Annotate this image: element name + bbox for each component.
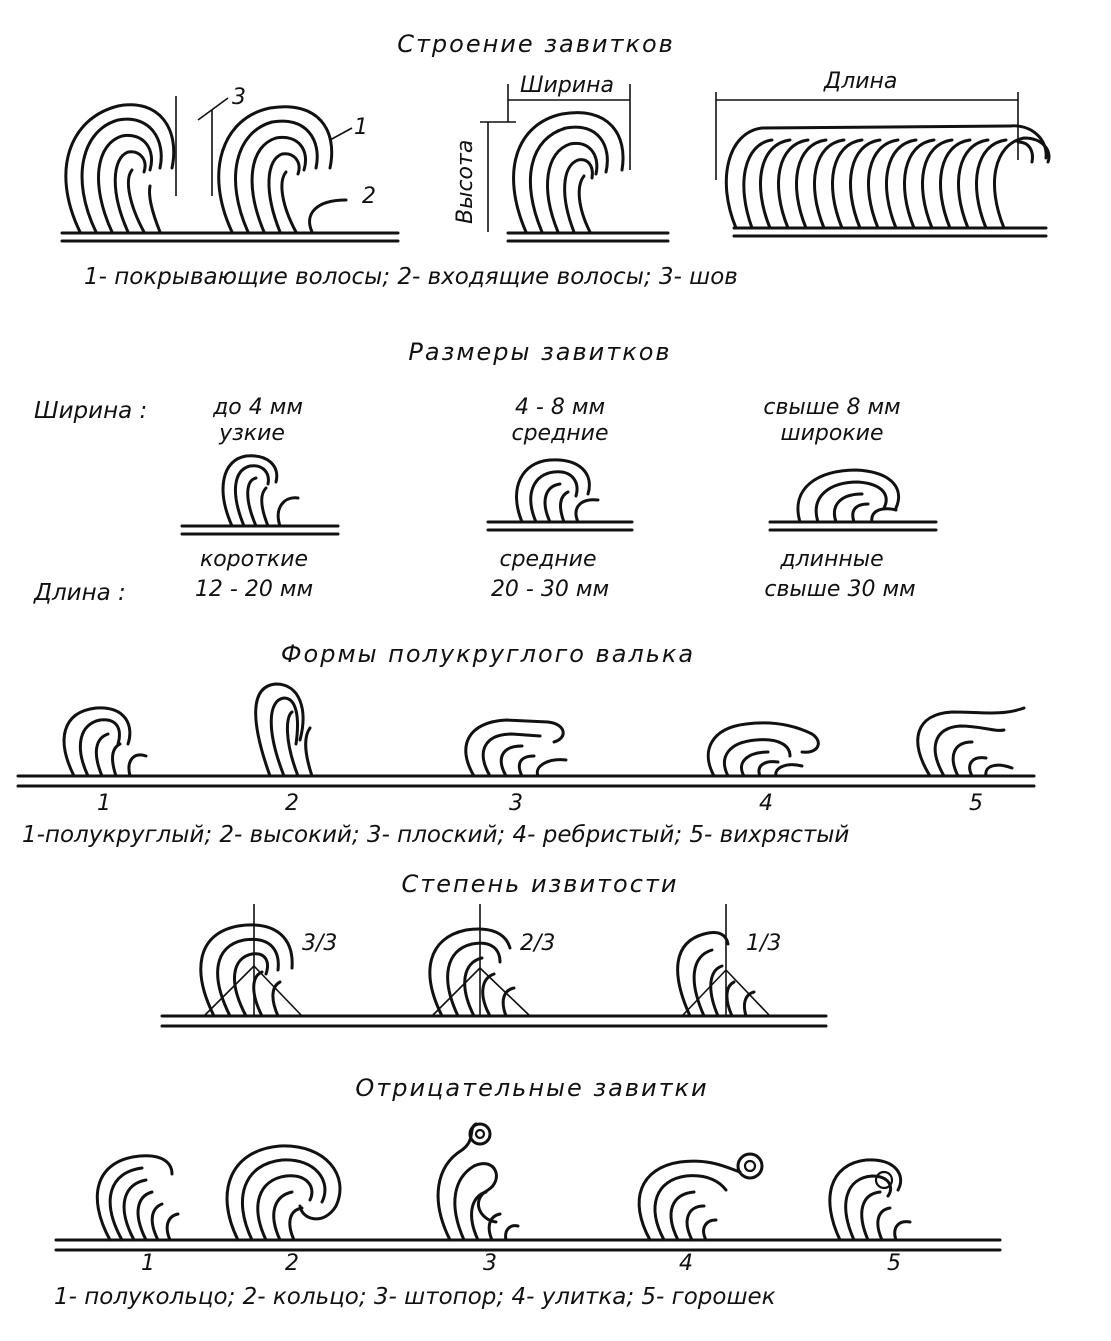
form-curl-3	[464, 718, 568, 778]
width-label: Ширина	[520, 73, 614, 98]
structure-curl-a	[64, 103, 176, 234]
size-col1-width-range: до 4 мм	[212, 395, 303, 420]
negative-title: Отрицательные завитки	[355, 1074, 708, 1102]
degree-curl-two-thirds	[428, 904, 531, 1018]
form-number-5: 5	[969, 791, 983, 816]
size-col2-width-name: средние	[511, 421, 608, 446]
form-number-4: 4	[759, 791, 773, 816]
form-curl-1	[62, 706, 148, 778]
structure-legend: 1- покрывающие волосы; 2- входящие волос…	[84, 264, 738, 290]
size-baselines	[180, 520, 938, 536]
sizes-width-label: Ширина :	[34, 398, 147, 424]
size-col3-length-range: свыше 30 мм	[764, 577, 915, 602]
negative-curl-ring	[225, 1144, 342, 1242]
negative-legend: 1- полукольцо; 2- кольцо; 3- штопор; 4- …	[54, 1284, 776, 1310]
mark-2: 2	[362, 184, 376, 209]
form-curl-2	[254, 682, 314, 778]
mark-1: 1	[354, 115, 368, 140]
structure-curl-c	[512, 111, 625, 234]
size-col2-width-range: 4 - 8 мм	[515, 395, 605, 420]
form-number-2: 2	[285, 791, 299, 816]
size-col3-width-range: свыше 8 мм	[763, 395, 900, 420]
negative-baselines	[54, 1238, 1002, 1252]
negative-number-5: 5	[887, 1251, 901, 1276]
negative-curl-half-ring	[95, 1154, 180, 1242]
size-curl-wide	[796, 468, 901, 524]
negative-curl-pea	[828, 1158, 912, 1242]
height-label: Высота	[453, 140, 478, 224]
size-col2-length-range: 20 - 30 мм	[491, 577, 609, 602]
degree-baselines	[160, 1014, 828, 1028]
forms-title: Формы полукруглого валька	[281, 640, 695, 668]
structure-baselines	[60, 226, 1048, 243]
size-col3-width-name: широкие	[781, 421, 884, 446]
size-col1-length-name: короткие	[200, 547, 308, 572]
negative-curl-corkscrew	[436, 1122, 520, 1242]
size-curl-medium	[515, 458, 600, 524]
structure-title: Строение завитков	[397, 30, 675, 58]
degree-curl-full	[199, 904, 303, 1018]
size-col1-length-range: 12 - 20 мм	[195, 577, 313, 602]
negative-number-1: 1	[141, 1251, 155, 1276]
structure-long-roll	[724, 124, 1051, 230]
negative-number-3: 3	[483, 1251, 497, 1276]
form-curl-5	[916, 706, 1026, 778]
length-label: Длина	[823, 69, 897, 94]
sizes-title: Размеры завитков	[408, 338, 671, 366]
degree-title: Степень извитости	[402, 870, 679, 898]
negative-number-2: 2	[285, 1251, 299, 1276]
degree-curl-one-third	[676, 904, 771, 1018]
size-col1-width-name: узкие	[218, 421, 285, 446]
degree-fraction-full: 3/3	[302, 931, 337, 956]
negative-number-4: 4	[679, 1251, 693, 1276]
degree-fraction-one-third: 1/3	[746, 931, 781, 956]
mark-3: 3	[232, 85, 246, 110]
degree-fraction-two-thirds: 2/3	[520, 931, 555, 956]
structure-curl-b	[217, 105, 348, 234]
negative-curl-snail	[637, 1152, 764, 1242]
forms-legend: 1-полукруглый; 2- высокий; 3- плоский; 4…	[22, 822, 849, 848]
sizes-length-label: Длина :	[33, 580, 126, 606]
size-col2-length-name: средние	[499, 547, 596, 572]
size-col3-length-name: длинные	[779, 547, 883, 572]
form-curl-4	[706, 721, 820, 778]
forms-baselines	[16, 774, 1036, 788]
pointer-1	[329, 127, 353, 141]
size-curl-narrow	[221, 454, 300, 528]
form-number-3: 3	[509, 791, 523, 816]
seam-pointer	[197, 97, 229, 121]
form-number-1: 1	[97, 791, 111, 816]
